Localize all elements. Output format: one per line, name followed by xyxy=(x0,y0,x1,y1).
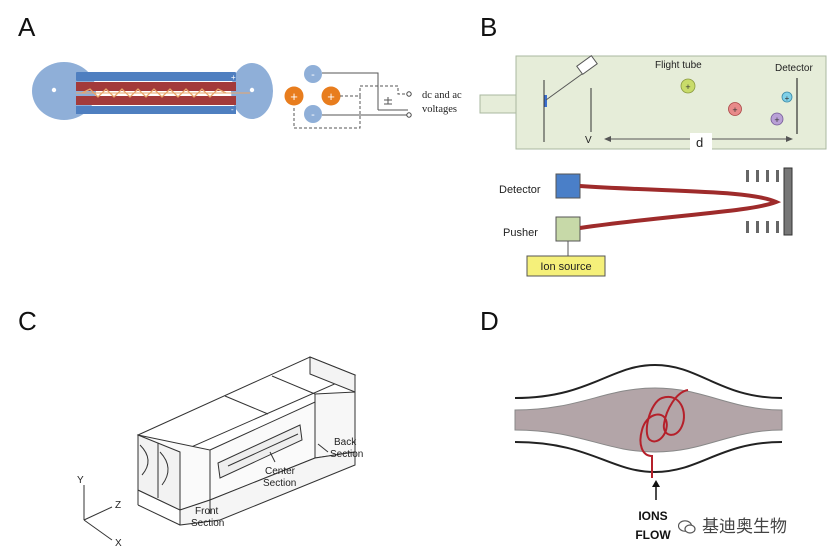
reflectron-plate xyxy=(783,167,793,236)
flight-tube-label: Flight tube xyxy=(655,60,702,71)
detector-box xyxy=(555,173,581,199)
ion-sign: + xyxy=(785,94,790,103)
ion-source-label: Ion source xyxy=(540,261,591,273)
linear-ion-trap-diagram: Back Section Center Section Front Sectio… xyxy=(77,356,363,549)
rod-bottom-red xyxy=(76,96,236,105)
back-section-label-2: Section xyxy=(330,449,363,460)
pusher-label: Pusher xyxy=(503,227,538,239)
axis-y-label: Y xyxy=(77,475,84,486)
voltage-label-line2: voltages xyxy=(422,104,457,115)
quadrupole-diagram: + - - + + - dc and ac voltages xyxy=(32,62,462,129)
rod-sign-top: + xyxy=(231,73,236,82)
ion-red xyxy=(728,102,742,116)
panel-d-letter: D xyxy=(480,306,499,336)
pos-sign: + xyxy=(290,89,298,104)
watermark-text: 基迪奥生物 xyxy=(702,517,787,537)
neg-sign: - xyxy=(311,109,315,121)
cross-section-pos-left xyxy=(284,86,304,106)
panel-b-letter: B xyxy=(480,12,498,42)
detector-top-label: Detector xyxy=(775,63,813,74)
axis-indicator xyxy=(83,485,113,541)
rod-top-red xyxy=(76,82,236,91)
rod-sign-bottom: - xyxy=(231,105,234,114)
rod-bottom-blue xyxy=(76,106,236,114)
ion-source-box xyxy=(526,255,606,277)
front-section-label-2: Section xyxy=(191,518,224,529)
watermark: 基迪奥生物 xyxy=(677,512,787,537)
ion-sign: + xyxy=(774,115,779,125)
ion-sign: + xyxy=(732,105,737,115)
outer-electrode-top xyxy=(514,363,783,399)
ion-flow-diagram: IONS FLOW xyxy=(514,363,783,542)
ion-green xyxy=(680,78,696,94)
ions-label: IONS xyxy=(638,509,667,523)
pusher-box xyxy=(555,216,581,242)
neg-sign: - xyxy=(311,69,315,81)
ion-blue xyxy=(781,91,793,103)
front-section-label-1: Front xyxy=(195,506,219,517)
outer-electrode-bottom xyxy=(514,441,783,474)
detector-label: Detector xyxy=(499,184,541,196)
axis-z-label: Z xyxy=(115,500,121,511)
cross-section-pos-right xyxy=(321,86,341,106)
wechat-icon xyxy=(677,519,696,534)
cross-section-neg-bottom xyxy=(304,105,322,123)
panel-c-letter: C xyxy=(18,306,37,336)
back-section-label-1: Back xyxy=(334,437,357,448)
d-label: d xyxy=(696,135,703,150)
flow-label: FLOW xyxy=(635,528,671,542)
ion-trajectory xyxy=(579,184,782,230)
laser-source xyxy=(576,54,598,76)
center-section-label-1: Center xyxy=(265,466,296,477)
center-section-label-2: Section xyxy=(263,478,296,489)
v-label: V xyxy=(585,135,592,146)
voltage-label-line1: dc and ac xyxy=(422,90,462,101)
axis-x-label: X xyxy=(115,538,122,549)
pos-sign: + xyxy=(327,89,335,104)
ion-sign: + xyxy=(685,82,690,92)
reflectron-grids xyxy=(746,170,779,233)
inlet-tube xyxy=(479,94,517,114)
tof-diagram: V Flight tube Detector + + + + d Detecto… xyxy=(479,54,827,277)
source-electrode xyxy=(544,95,547,107)
rod-top-blue xyxy=(76,72,236,81)
panel-a-letter: A xyxy=(18,12,36,42)
cross-section-neg-top xyxy=(304,65,322,83)
ion-path-zigzag xyxy=(81,88,227,98)
flight-tube-box xyxy=(515,55,827,150)
voltage-wiring xyxy=(293,72,408,129)
ion-purple xyxy=(770,112,784,126)
ion-spiral xyxy=(639,389,689,478)
